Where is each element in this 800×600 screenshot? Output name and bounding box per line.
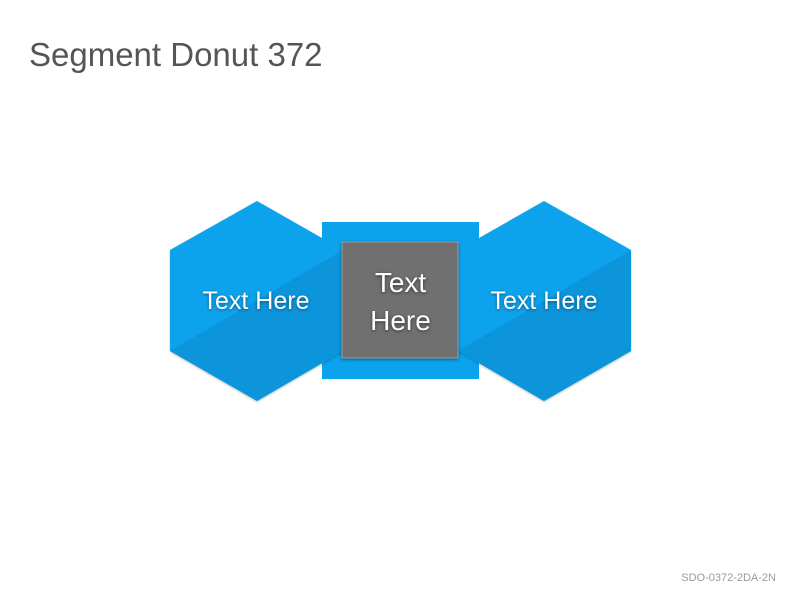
center-box[interactable] [341,241,459,359]
page-title: Segment Donut 372 [29,36,323,73]
center-box-label-line-2: Here [370,305,431,336]
left-hexagon-label: Text Here [202,287,310,315]
right-hexagon[interactable] [458,201,631,401]
footer-code: SDO-0372-2DA-2N [681,572,776,584]
center-box-label: Text Here [343,264,458,340]
left-hexagon[interactable] [170,201,343,401]
center-box-label-line-1: Text [374,267,427,298]
right-hexagon-label: Text Here [490,287,598,315]
